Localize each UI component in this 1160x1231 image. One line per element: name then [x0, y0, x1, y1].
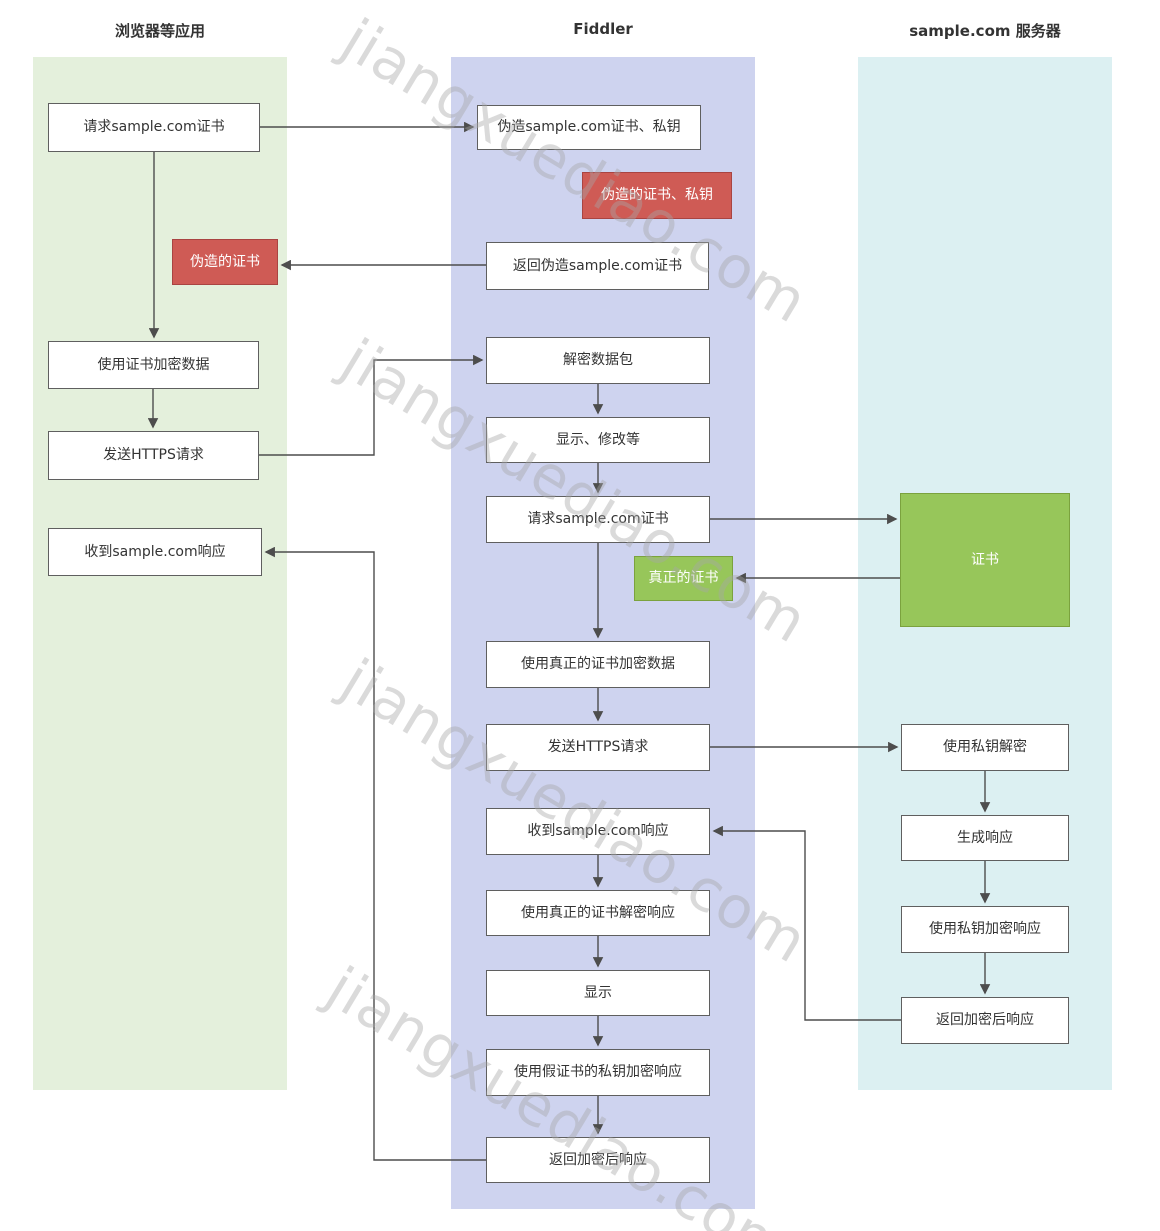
lane-title-fiddler: Fiddler — [573, 20, 633, 38]
lane-fiddler — [451, 57, 755, 1209]
node-browser-fake-cert: 伪造的证书 — [172, 239, 278, 285]
node-fiddler-forge-cert: 伪造sample.com证书、私钥 — [477, 105, 701, 150]
node-fiddler-request-cert: 请求sample.com证书 — [486, 496, 710, 543]
node-browser-receive-response: 收到sample.com响应 — [48, 528, 262, 576]
node-fiddler-receive-response: 收到sample.com响应 — [486, 808, 710, 855]
node-fiddler-encrypt-with-fake-key: 使用假证书的私钥加密响应 — [486, 1049, 710, 1096]
node-fiddler-display-modify: 显示、修改等 — [486, 417, 710, 463]
lane-title-browser: 浏览器等应用 — [114, 22, 205, 40]
lane-title-server: sample.com 服务器 — [909, 22, 1061, 40]
node-fiddler-return-forged-cert: 返回伪造sample.com证书 — [486, 242, 709, 290]
node-fiddler-decrypt-packet: 解密数据包 — [486, 337, 710, 384]
node-browser-encrypt-with-cert: 使用证书加密数据 — [48, 341, 259, 389]
node-browser-send-https: 发送HTTPS请求 — [48, 431, 259, 480]
node-server-cert: 证书 — [900, 493, 1070, 627]
node-server-return-encrypted: 返回加密后响应 — [901, 997, 1069, 1044]
node-fiddler-display: 显示 — [486, 970, 710, 1016]
node-fiddler-return-encrypted: 返回加密后响应 — [486, 1137, 710, 1183]
node-fiddler-decrypt-with-real-cert: 使用真正的证书解密响应 — [486, 890, 710, 936]
node-server-decrypt-with-private-key: 使用私钥解密 — [901, 724, 1069, 771]
node-server-generate-response: 生成响应 — [901, 815, 1069, 861]
node-fiddler-real-cert: 真正的证书 — [634, 556, 733, 601]
node-fiddler-forged-cert-key: 伪造的证书、私钥 — [582, 172, 732, 219]
arrow-browser-send-https-to-fiddler-decrypt — [259, 354, 484, 456]
node-fiddler-send-https: 发送HTTPS请求 — [486, 724, 710, 771]
node-server-encrypt-with-private-key: 使用私钥加密响应 — [901, 906, 1069, 953]
node-browser-request-cert: 请求sample.com证书 — [48, 103, 260, 152]
node-fiddler-encrypt-with-real-cert: 使用真正的证书加密数据 — [486, 641, 710, 688]
